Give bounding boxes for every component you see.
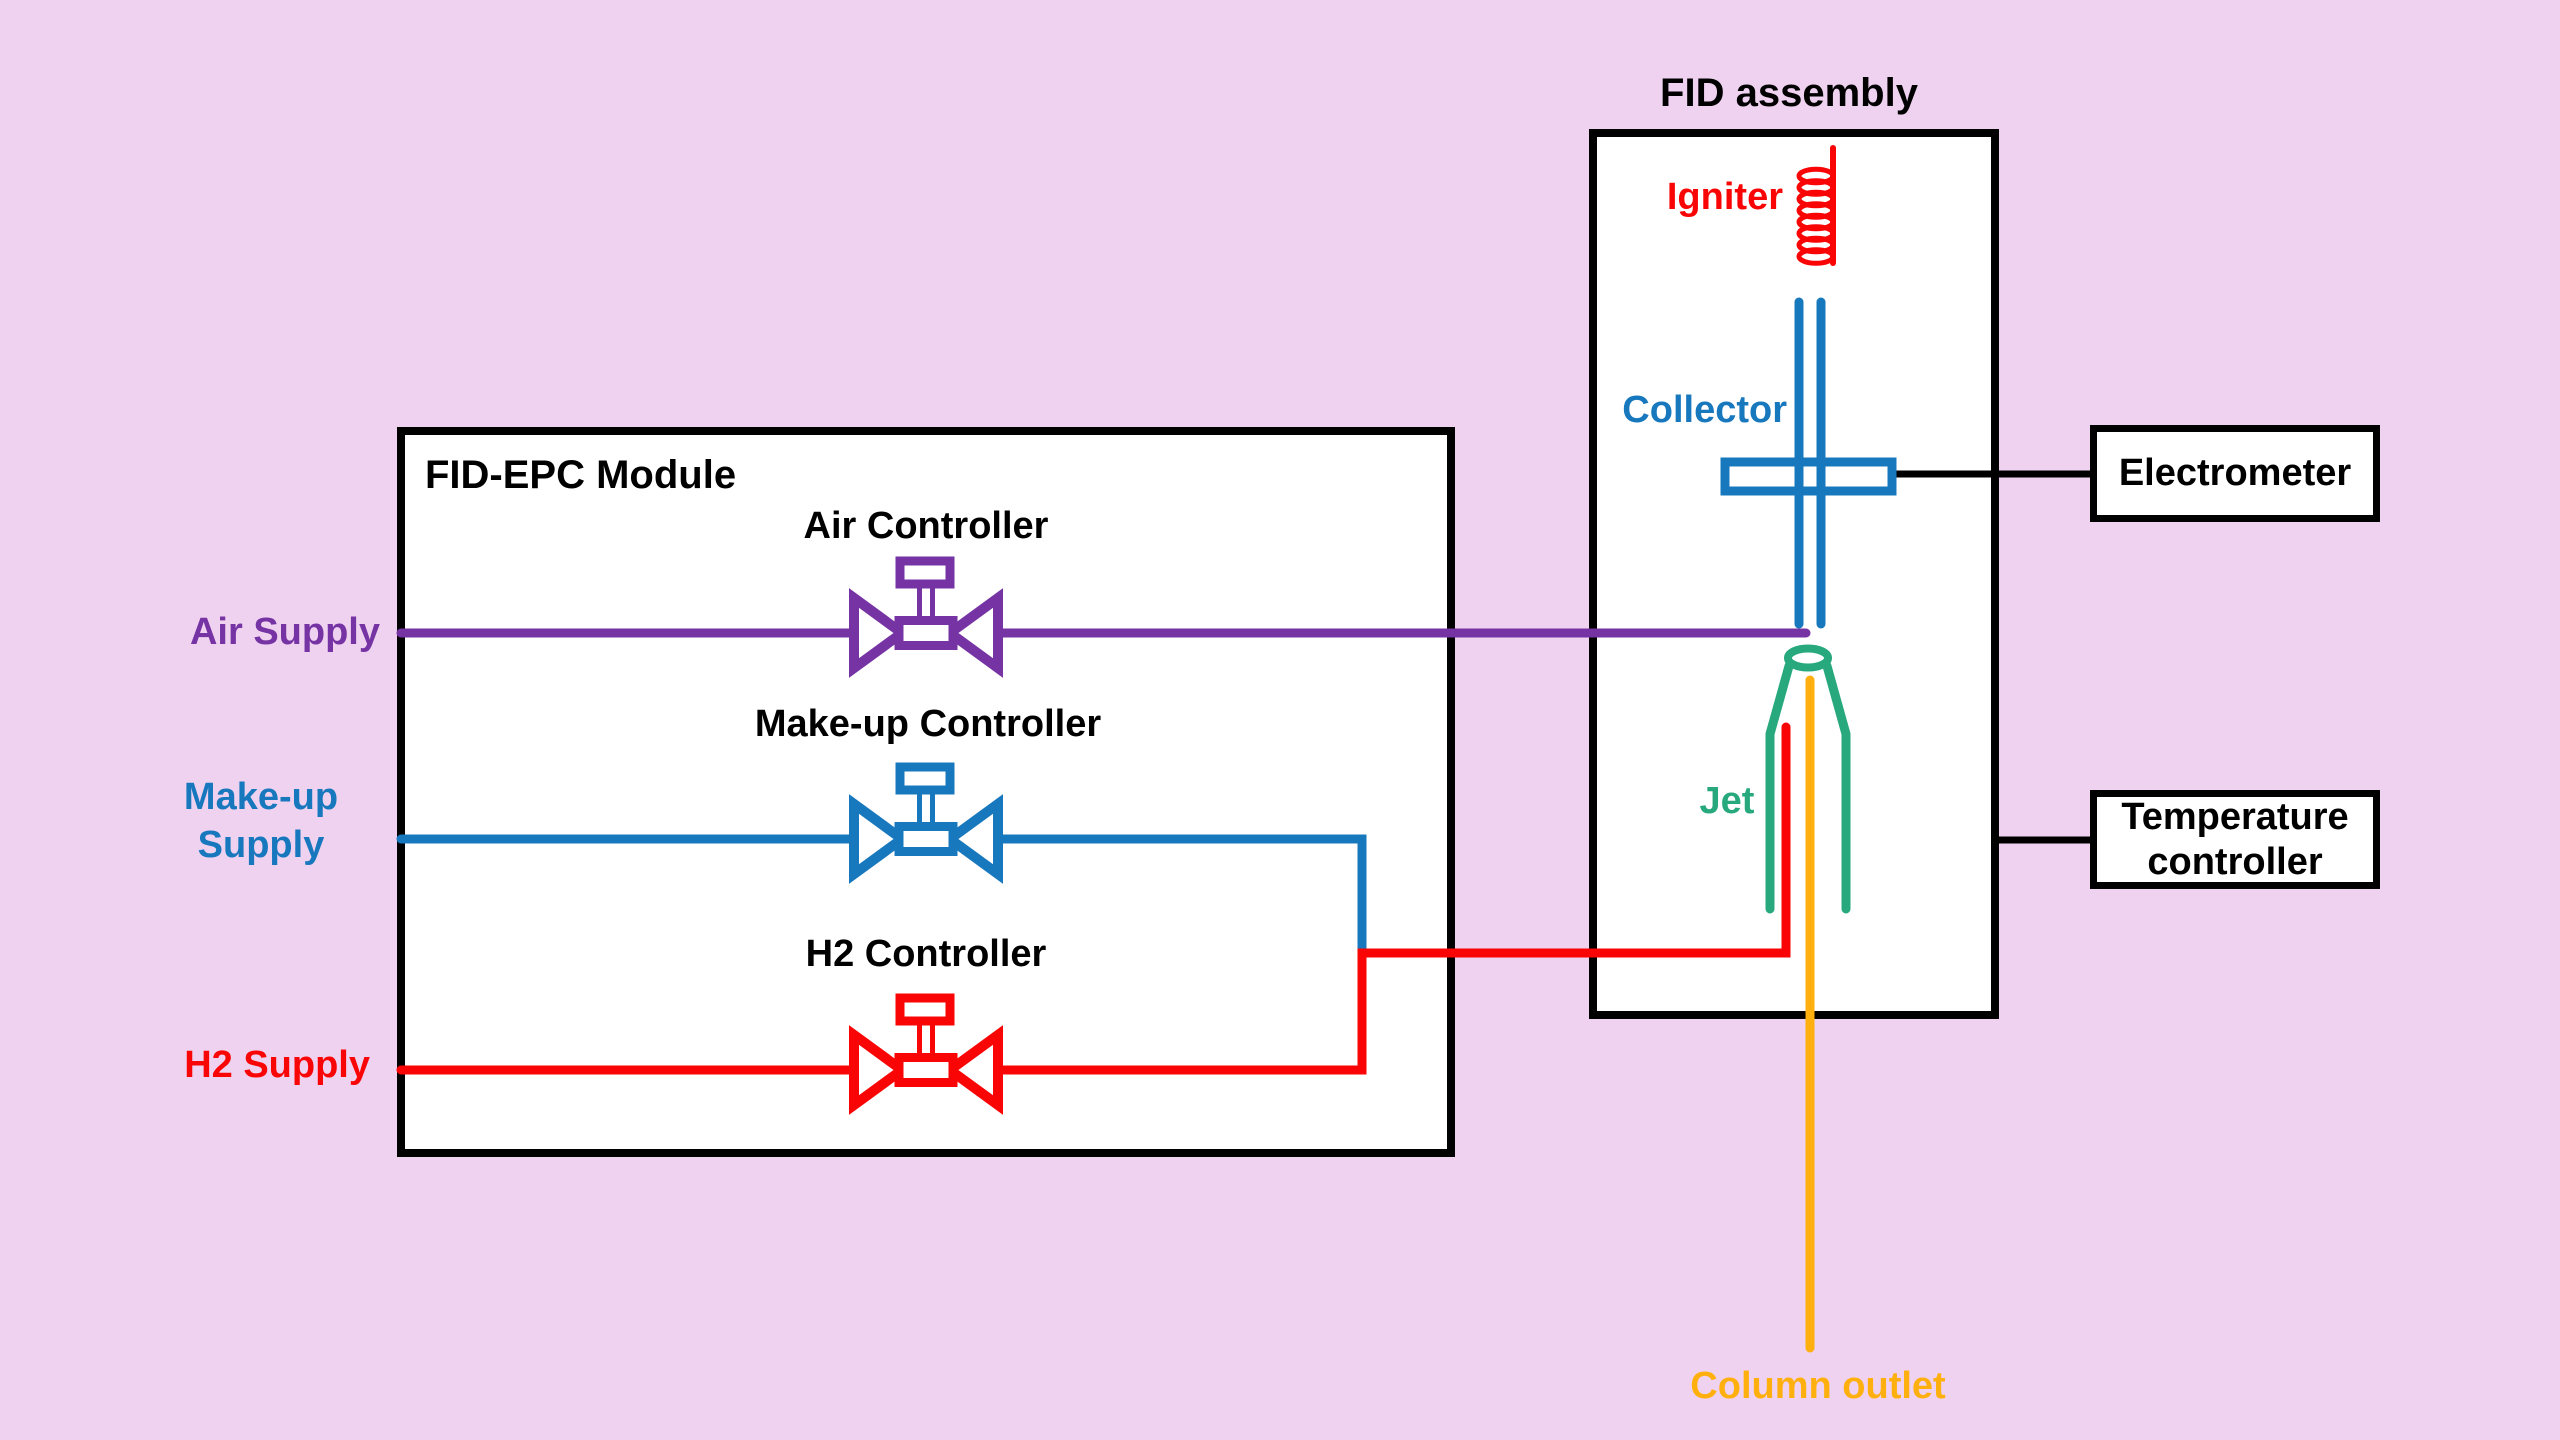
column-outlet-label: Column outlet [1690, 1365, 1946, 1408]
electrometer-box: Electrometer [2090, 425, 2380, 522]
makeup-controller-label: Make-up Controller [754, 703, 1102, 746]
makeup-supply-label: Make-up Supply [184, 773, 338, 869]
makeup-supply-label-line1: Make-up [183, 776, 339, 818]
temperature-controller-label-line1: Temperature [2121, 796, 2349, 839]
air-controller-label: Air Controller [803, 505, 1049, 548]
air-supply-label: Air Supply [189, 611, 380, 654]
makeup-supply-label-line2: Supply [197, 824, 325, 866]
collector-label: Collector [1622, 389, 1787, 432]
fid-assembly-box [1589, 129, 1999, 1019]
igniter-label: Igniter [1666, 176, 1783, 219]
temperature-controller-box: Temperature controller [2090, 790, 2380, 889]
fid-assembly-title: FID assembly [1660, 71, 1918, 115]
temperature-controller-label-line2: controller [2147, 840, 2323, 883]
h2-controller-label: H2 Controller [805, 933, 1047, 976]
fid-epc-module-title: FID-EPC Module [425, 453, 737, 497]
h2-supply-label: H2 Supply [184, 1044, 370, 1087]
electrometer-label: Electrometer [2118, 452, 2352, 495]
jet-label: Jet [1699, 780, 1755, 823]
